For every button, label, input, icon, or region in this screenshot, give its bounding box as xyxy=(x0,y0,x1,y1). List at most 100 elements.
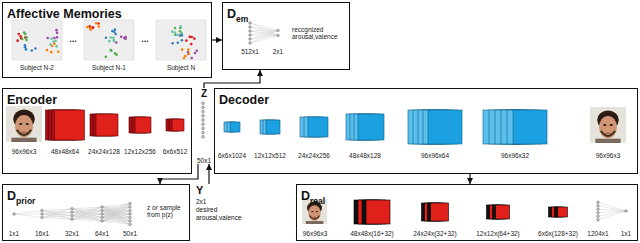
data-point xyxy=(187,48,190,51)
dimension-label: 24x24x256 xyxy=(298,152,330,159)
data-point xyxy=(55,45,58,48)
data-point xyxy=(24,46,27,49)
data-flow-arrow xyxy=(208,164,209,184)
dimension-label: 1x1 xyxy=(621,230,631,237)
network-block: Affective Memories xyxy=(2,2,212,78)
weight-line xyxy=(102,218,130,222)
face-photo xyxy=(6,106,42,142)
dimension-label: 6x6x512 xyxy=(163,148,188,155)
neuron xyxy=(101,220,104,223)
neuron xyxy=(202,114,205,117)
data-point xyxy=(171,42,174,45)
data-point xyxy=(90,27,93,30)
dimension-label: 96x96x64 xyxy=(421,152,449,159)
weight-line xyxy=(598,202,626,211)
data-point xyxy=(174,27,177,30)
neuron xyxy=(249,38,252,41)
feature-map-stack xyxy=(483,110,547,144)
dimension-label: 16x1 xyxy=(35,230,49,237)
latent-vector: Z50x1 xyxy=(193,88,215,164)
data-point xyxy=(185,39,188,42)
vector-name: Y xyxy=(196,184,296,196)
weight-line xyxy=(42,218,72,220)
scatter-plot xyxy=(12,20,62,60)
data-point xyxy=(98,25,101,28)
neuron xyxy=(202,135,205,138)
feature-map-stack xyxy=(354,200,390,224)
data-flow-arrow xyxy=(160,164,198,184)
feature-map xyxy=(172,119,184,131)
neuron-column xyxy=(597,201,600,221)
feature-map xyxy=(513,110,547,144)
weight-line xyxy=(250,31,278,36)
data-point xyxy=(176,34,179,37)
feature-map xyxy=(55,110,85,140)
neuron xyxy=(41,213,44,216)
data-point xyxy=(193,37,196,40)
network-block: Encoder xyxy=(2,88,192,174)
feature-map-stack xyxy=(408,110,462,144)
feature-map-stack xyxy=(422,203,449,221)
plot-background xyxy=(12,20,62,60)
photo-background xyxy=(590,107,626,143)
neuron xyxy=(41,209,44,212)
data-point xyxy=(187,52,190,55)
dimension-label: 50x1 xyxy=(123,230,137,237)
weight-line xyxy=(250,31,278,40)
neuron-column xyxy=(101,206,104,223)
box-title: Decoder xyxy=(219,93,269,107)
weight-line xyxy=(72,212,102,221)
data-point xyxy=(120,36,123,39)
dimension-label: 48x48x64 xyxy=(51,148,79,155)
data-point xyxy=(54,39,57,42)
network-block: Dreal xyxy=(296,184,638,241)
data-point xyxy=(50,37,53,40)
data-point xyxy=(196,49,199,52)
feature-map xyxy=(366,200,390,224)
weight-line xyxy=(102,211,130,222)
weight-line xyxy=(72,209,102,221)
dimension-label: 24x24x128 xyxy=(88,148,120,155)
weight-line xyxy=(102,207,130,221)
dense-weights xyxy=(72,207,102,221)
box-title: D xyxy=(301,189,310,203)
dimension-label: 96x96x3 xyxy=(303,230,328,237)
weight-line xyxy=(72,219,102,221)
data-point xyxy=(184,55,187,58)
weight-line xyxy=(72,218,102,220)
feature-map-stack xyxy=(46,110,85,140)
data-point xyxy=(187,53,190,56)
neuron xyxy=(71,214,74,217)
neuron xyxy=(129,202,132,205)
weight-line xyxy=(250,27,278,31)
feature-map xyxy=(428,110,462,144)
neuron xyxy=(71,218,74,221)
neuron xyxy=(101,209,104,212)
scatter-plot xyxy=(84,20,134,60)
data-point xyxy=(194,52,197,55)
neuron xyxy=(249,42,252,45)
weight-line xyxy=(102,214,130,221)
neuron xyxy=(129,216,132,219)
weight-line xyxy=(250,31,278,44)
network-block: Dem xyxy=(222,2,350,70)
data-point xyxy=(16,39,19,42)
dimension-label: Subject N xyxy=(167,64,195,71)
dimension-label: 96x96x32 xyxy=(501,152,529,159)
box-title: D xyxy=(227,7,236,21)
data-point xyxy=(113,31,116,34)
data-flow-arrow xyxy=(204,70,260,88)
data-point xyxy=(190,57,193,60)
neuron xyxy=(129,223,132,226)
data-point xyxy=(108,40,111,43)
dimension-label: 64x1 xyxy=(95,230,109,237)
feature-map-stack xyxy=(129,117,151,133)
weight-line xyxy=(102,207,130,225)
neuron xyxy=(13,213,16,216)
data-point xyxy=(181,39,184,42)
neuron xyxy=(129,206,132,209)
shirt xyxy=(306,221,324,224)
neuron-column xyxy=(13,213,16,216)
neuron xyxy=(41,216,44,219)
data-point xyxy=(180,31,183,34)
